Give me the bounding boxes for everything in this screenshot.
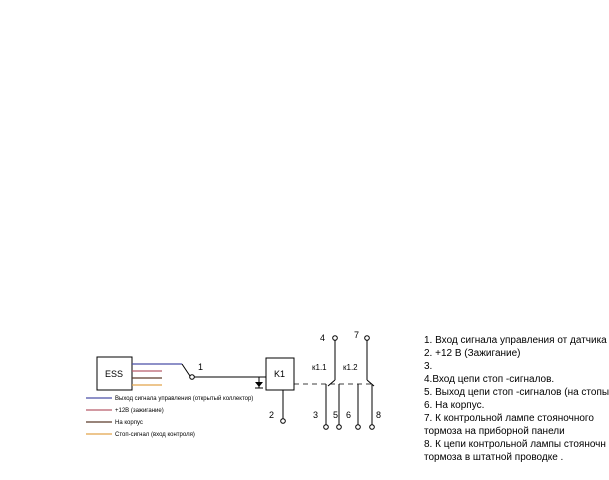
- legend-line: тормоза в штатной проводке .: [424, 452, 564, 463]
- contact-2-blade: [366, 379, 375, 387]
- legend-line: 8. К цепи контрольной лампы стояночн: [424, 439, 606, 450]
- terminal-3: [323, 424, 329, 430]
- terminal-6: [355, 424, 361, 430]
- relay-k1-box: [265, 357, 295, 391]
- terminal-4: [332, 335, 338, 341]
- ess-module-label: ESS: [105, 369, 123, 379]
- contact-1-label: к1.1: [312, 363, 327, 372]
- legend-line: тормоза на приборной панели: [424, 426, 565, 437]
- diode-icon: [255, 382, 263, 387]
- contact-2-label: к1.2: [343, 363, 358, 372]
- legend-line: 4.Вход цепи стоп -сигналов.: [424, 374, 555, 385]
- terminal-8: [369, 424, 375, 430]
- terminal-2: [280, 418, 286, 424]
- legend-line: 3.: [424, 361, 433, 372]
- legend-line: 5. Выход цепи стоп -сигналов (на стопы: [424, 387, 609, 398]
- terminal-1: [189, 374, 195, 380]
- wire-control-to-terminal-1: [181, 363, 191, 377]
- key-label-plus12v: +12В (зажигание): [115, 408, 164, 414]
- legend-line: 1. Вход сигнала управления от датчика: [424, 335, 607, 346]
- terminal-4-label: 4: [320, 333, 325, 343]
- terminal-8-label: 8: [376, 410, 381, 420]
- legend-line: 2. +12 В (Зажигание): [424, 348, 521, 359]
- terminal-legend: 1. Вход сигнала управления от датчика 2.…: [424, 334, 609, 464]
- ess-module-box: [96, 356, 133, 391]
- terminal-7: [364, 335, 370, 341]
- terminal-2-label: 2: [269, 410, 274, 420]
- terminal-5-label: 5: [333, 410, 338, 420]
- terminal-6-label: 6: [346, 410, 351, 420]
- terminal-1-label: 1: [198, 362, 203, 372]
- terminal-5: [336, 424, 342, 430]
- legend-line: 6. На корпус.: [424, 400, 485, 411]
- terminal-7-label: 7: [354, 330, 359, 340]
- legend-line: 7. К контрольной лампе стояночного: [424, 413, 594, 424]
- terminal-3-label: 3: [313, 410, 318, 420]
- relay-k1-label: K1: [274, 369, 285, 379]
- key-label-control-output: Выход сигнала управления (открытый колле…: [115, 395, 253, 402]
- key-label-ground: На корпус: [115, 420, 143, 426]
- contact-1-blade: [327, 379, 336, 387]
- key-label-stop-signal: Стоп-сигнал (вход контроля): [115, 432, 195, 438]
